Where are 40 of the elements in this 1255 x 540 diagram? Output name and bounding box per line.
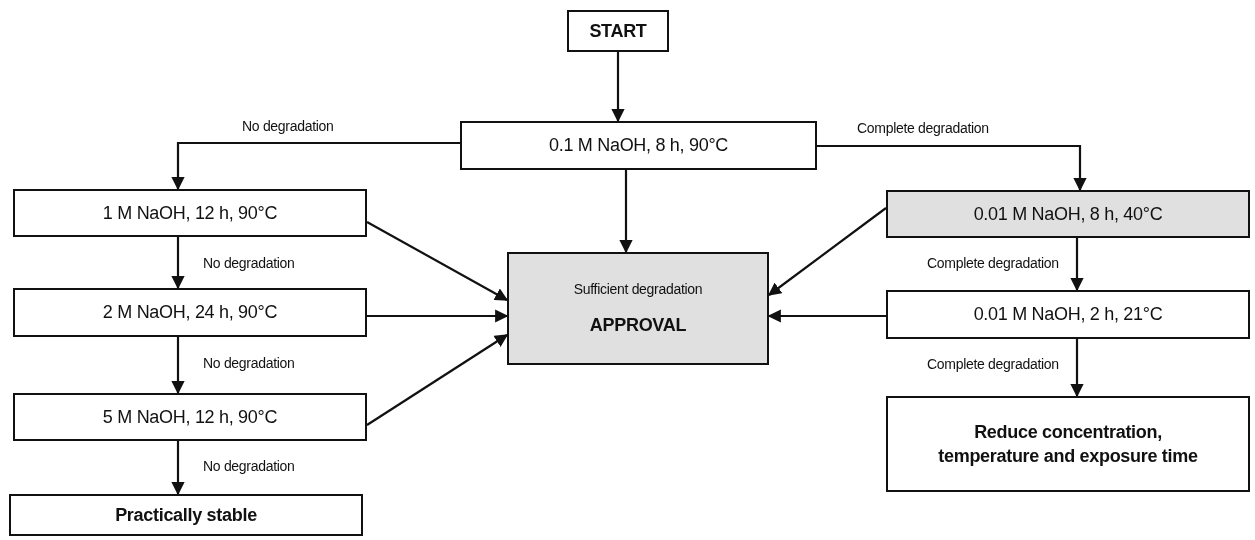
box-text: APPROVAL (589, 313, 687, 337)
edge-label: No degradation (201, 355, 297, 371)
box-text: 0.1 M NaOH, 8 h, 90°C (549, 134, 728, 158)
box-text: 0.01 M NaOH, 8 h, 40°C (973, 202, 1163, 226)
arrow (817, 144, 1087, 192)
edge-label: No degradation (240, 118, 336, 134)
arrow (171, 337, 185, 395)
box-text: 1 M NaOH, 12 h, 90°C (102, 201, 278, 225)
box-text: Practically stable (115, 503, 257, 527)
process-box (13, 393, 367, 441)
process-box (567, 10, 669, 52)
box-text: 2 M NaOH, 24 h, 90°C (102, 301, 278, 325)
arrow (171, 141, 460, 191)
edge-label: Complete degradation (925, 356, 1061, 372)
result-box (886, 190, 1250, 238)
box-subtitle: Sufficient degradation (573, 279, 703, 299)
edge-label: Complete degradation (925, 255, 1061, 271)
process-box (886, 396, 1250, 492)
edge-label: No degradation (201, 255, 297, 271)
edge-label: No degradation (201, 458, 297, 474)
arrow (367, 309, 509, 323)
arrow (611, 52, 625, 123)
arrow (619, 170, 633, 254)
box-text: START (589, 19, 647, 43)
process-box (886, 290, 1250, 339)
result-box (507, 252, 769, 365)
arrow (1070, 339, 1084, 398)
box-text: 5 M NaOH, 12 h, 90°C (102, 405, 278, 429)
edge-label: Complete degradation (855, 120, 991, 136)
process-box (9, 494, 363, 536)
arrow (366, 334, 509, 426)
arrow (171, 441, 185, 496)
arrow (1070, 238, 1084, 292)
process-box (13, 288, 367, 337)
arrow (171, 237, 185, 290)
box-text: 0.01 M NaOH, 2 h, 21°C (973, 303, 1163, 327)
box-text: Reduce concentration, temperature and exposure time (937, 420, 1199, 468)
process-box (13, 189, 367, 237)
process-box (460, 121, 817, 170)
arrow (366, 221, 509, 301)
